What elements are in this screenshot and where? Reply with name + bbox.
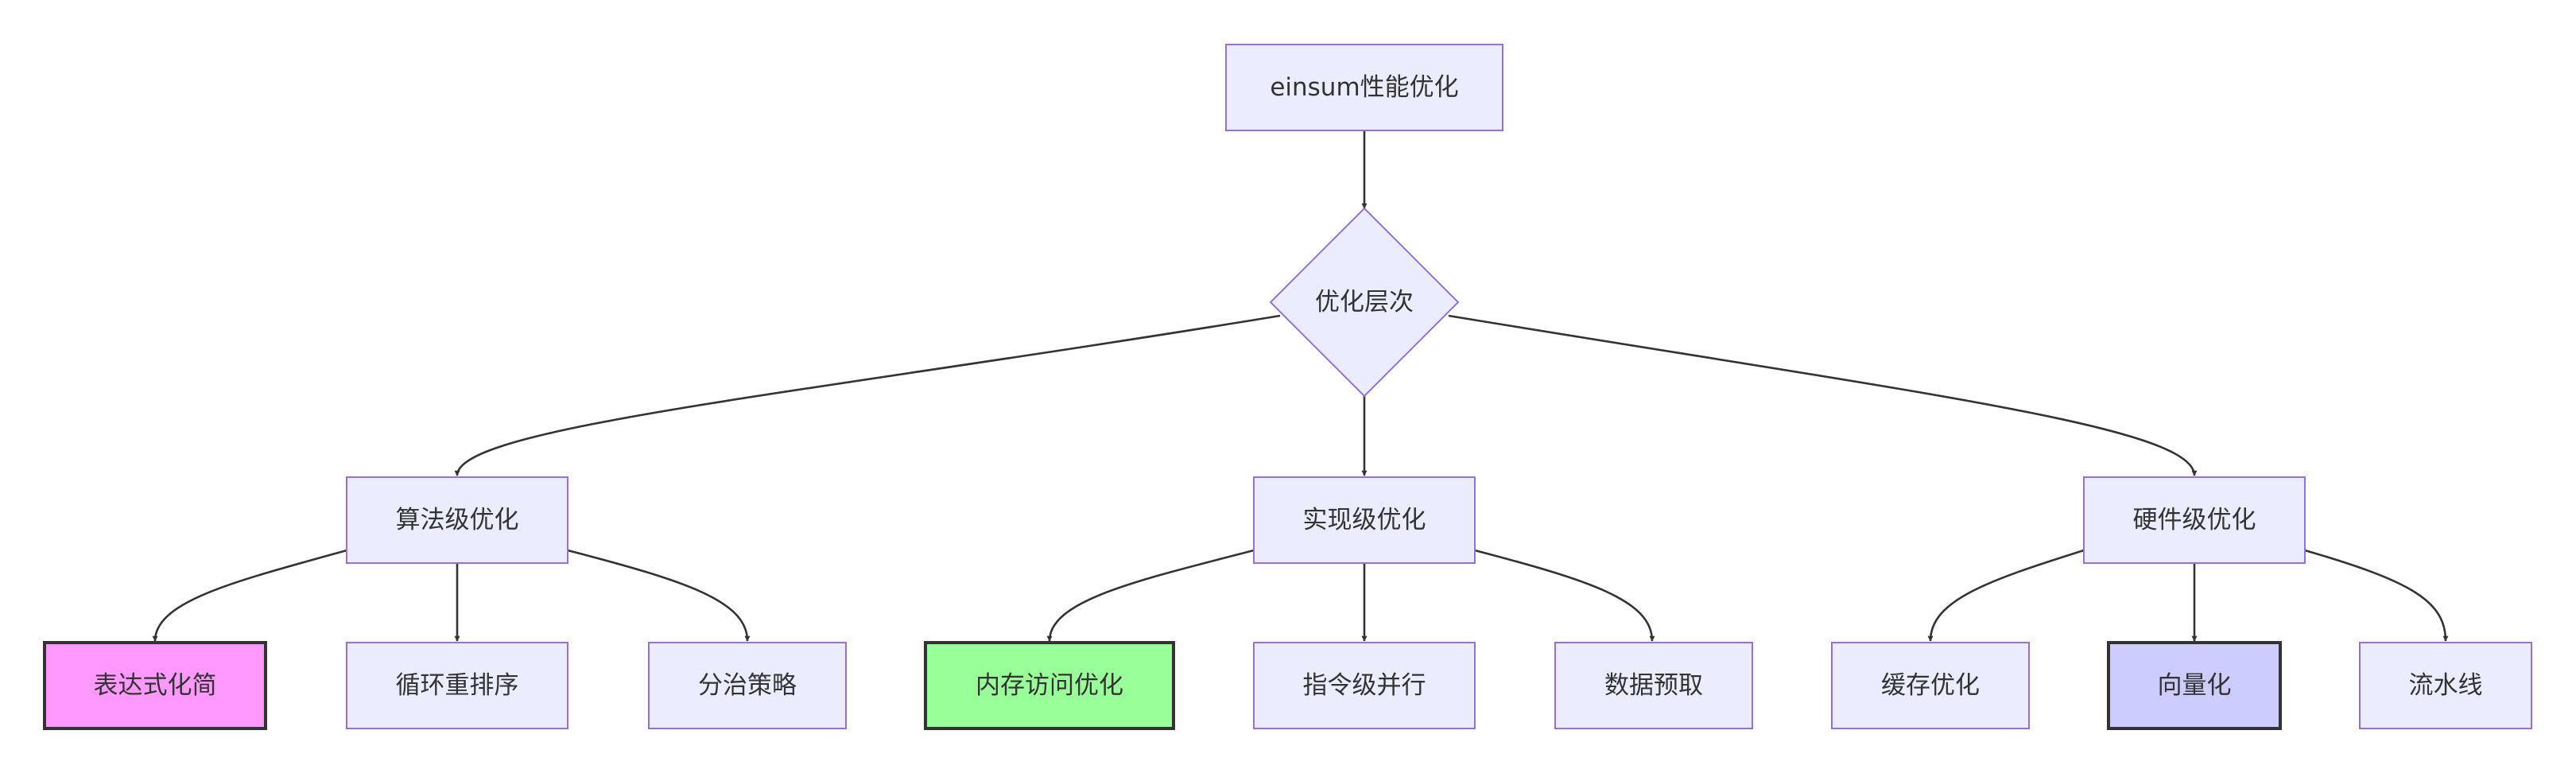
node-vector-label: 向量化: [2158, 671, 2232, 700]
node-loop: 循环重排序: [346, 642, 568, 729]
node-mem-label: 内存访问优化: [976, 671, 1123, 700]
node-impl: 实现级优化: [1253, 476, 1476, 564]
edges: [152, 130, 2449, 642]
node-ilp: 指令级并行: [1253, 642, 1476, 729]
node-algo-label: 算法级优化: [396, 506, 519, 534]
node-algo: 算法级优化: [346, 476, 568, 564]
node-ilp-label: 指令级并行: [1303, 671, 1426, 700]
node-divide-label: 分治策略: [698, 671, 797, 700]
node-hw: 硬件级优化: [2083, 476, 2306, 564]
edge-hw-cache: [1927, 549, 2085, 642]
node-expr: 表达式化简: [43, 641, 267, 730]
node-pipeline: 流水线: [2359, 642, 2532, 729]
node-pipeline-label: 流水线: [2409, 671, 2483, 700]
node-cache-label: 缓存优化: [1881, 671, 1980, 700]
node-impl-label: 实现级优化: [1303, 506, 1426, 534]
node-expr-label: 表达式化简: [94, 671, 217, 700]
edge-hw-pipeline: [2304, 549, 2449, 642]
edge-impl-prefetch: [1474, 549, 1655, 642]
edge-algo-divide: [567, 549, 751, 642]
node-root: einsum性能优化: [1225, 44, 1503, 131]
node-prefetch-label: 数据预取: [1604, 671, 1703, 700]
node-vector: 向量化: [2107, 641, 2282, 730]
edge-algo-expr: [152, 549, 347, 642]
node-root-label: einsum性能优化: [1270, 73, 1458, 102]
edge-impl-mem: [1046, 549, 1255, 642]
node-decision-label: 优化层次: [1315, 288, 1414, 317]
node-prefetch: 数据预取: [1554, 642, 1753, 729]
node-hw-label: 硬件级优化: [2133, 506, 2256, 534]
node-decision: 优化层次: [1269, 207, 1460, 398]
edge-decision-algo: [454, 314, 1281, 476]
edge-decision-hw: [1448, 314, 2198, 476]
node-divide: 分治策略: [648, 642, 847, 729]
node-cache: 缓存优化: [1831, 642, 2030, 729]
node-mem: 内存访问优化: [924, 641, 1175, 730]
node-loop-label: 循环重排序: [396, 671, 519, 700]
